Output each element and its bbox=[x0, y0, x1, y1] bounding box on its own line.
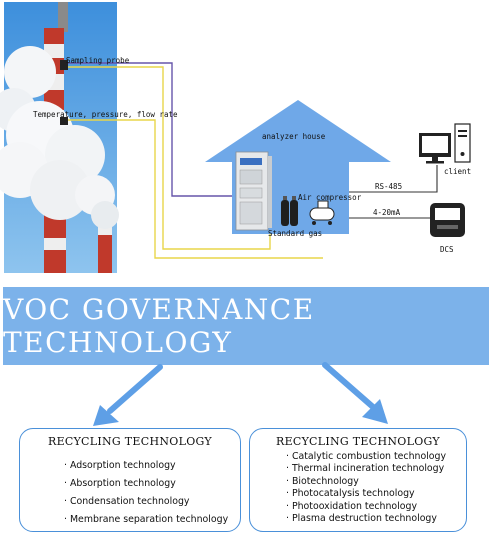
list-item: · Biotechnology bbox=[286, 475, 359, 487]
client-computer-icon bbox=[419, 123, 471, 164]
sampling-line bbox=[66, 62, 240, 197]
gas-line-bottom bbox=[66, 119, 323, 259]
banner-title: VOC GOVERNANCE TECHNOLOGY bbox=[3, 293, 315, 359]
gas-line-top bbox=[66, 66, 271, 250]
box-right-list: · Catalytic combustion technology · Ther… bbox=[286, 451, 446, 525]
box-left-title: RECYCLING TECHNOLOGY bbox=[48, 435, 212, 448]
label-standard-gas: Standard gas bbox=[268, 229, 322, 238]
label-client: client bbox=[444, 167, 471, 176]
label-dcs: DCS bbox=[440, 245, 454, 254]
analyzer-cabinet-icon bbox=[235, 151, 272, 231]
label-temperature: Temperature, pressure, flow rate bbox=[33, 110, 178, 119]
arrow-right-icon bbox=[322, 362, 388, 424]
label-sampling-probe: Sampling probe bbox=[66, 56, 130, 65]
label-air-compressor: Air compressor bbox=[298, 193, 362, 202]
title-banner: VOC GOVERNANCE TECHNOLOGY bbox=[3, 287, 489, 365]
sampling-probe-icon bbox=[60, 60, 68, 70]
label-4-20ma: 4-20mA bbox=[373, 208, 401, 217]
label-rs485: RS-485 bbox=[375, 182, 402, 191]
standard-gas-cylinders-icon bbox=[281, 196, 298, 226]
box-right-title: RECYCLING TECHNOLOGY bbox=[276, 435, 440, 448]
list-item: · Adsorption technology bbox=[64, 460, 176, 471]
recycling-box-right: RECYCLING TECHNOLOGY · Catalytic combust… bbox=[249, 428, 467, 532]
list-item: · Catalytic combustion technology bbox=[286, 451, 447, 462]
system-diagram: Sampling probe Temperature, pressure, fl… bbox=[0, 2, 471, 273]
list-item: · Condensation technology bbox=[64, 496, 190, 507]
list-item: · Absorption technology bbox=[64, 478, 176, 489]
list-item: · Membrane separation technology bbox=[64, 514, 229, 525]
sensor-icon bbox=[60, 117, 68, 125]
list-item: · Photooxidation technology bbox=[286, 500, 417, 512]
arrow-left-icon bbox=[93, 364, 163, 426]
recycling-box-left: RECYCLING TECHNOLOGY · Adsorption techno… bbox=[19, 428, 241, 532]
list-item: · Thermal incineration technology bbox=[286, 463, 445, 475]
list-item: · Plasma destruction technology bbox=[286, 513, 437, 525]
air-compressor-icon bbox=[309, 200, 335, 225]
dcs-device-icon bbox=[430, 203, 465, 237]
box-left-list: · Adsorption technology · Absorption tec… bbox=[64, 457, 228, 529]
chimney-photo bbox=[0, 2, 119, 273]
arrows bbox=[93, 362, 388, 426]
list-item: · Photocatalysis technology bbox=[286, 488, 415, 500]
label-analyzer-house: analyzer house bbox=[262, 132, 326, 141]
